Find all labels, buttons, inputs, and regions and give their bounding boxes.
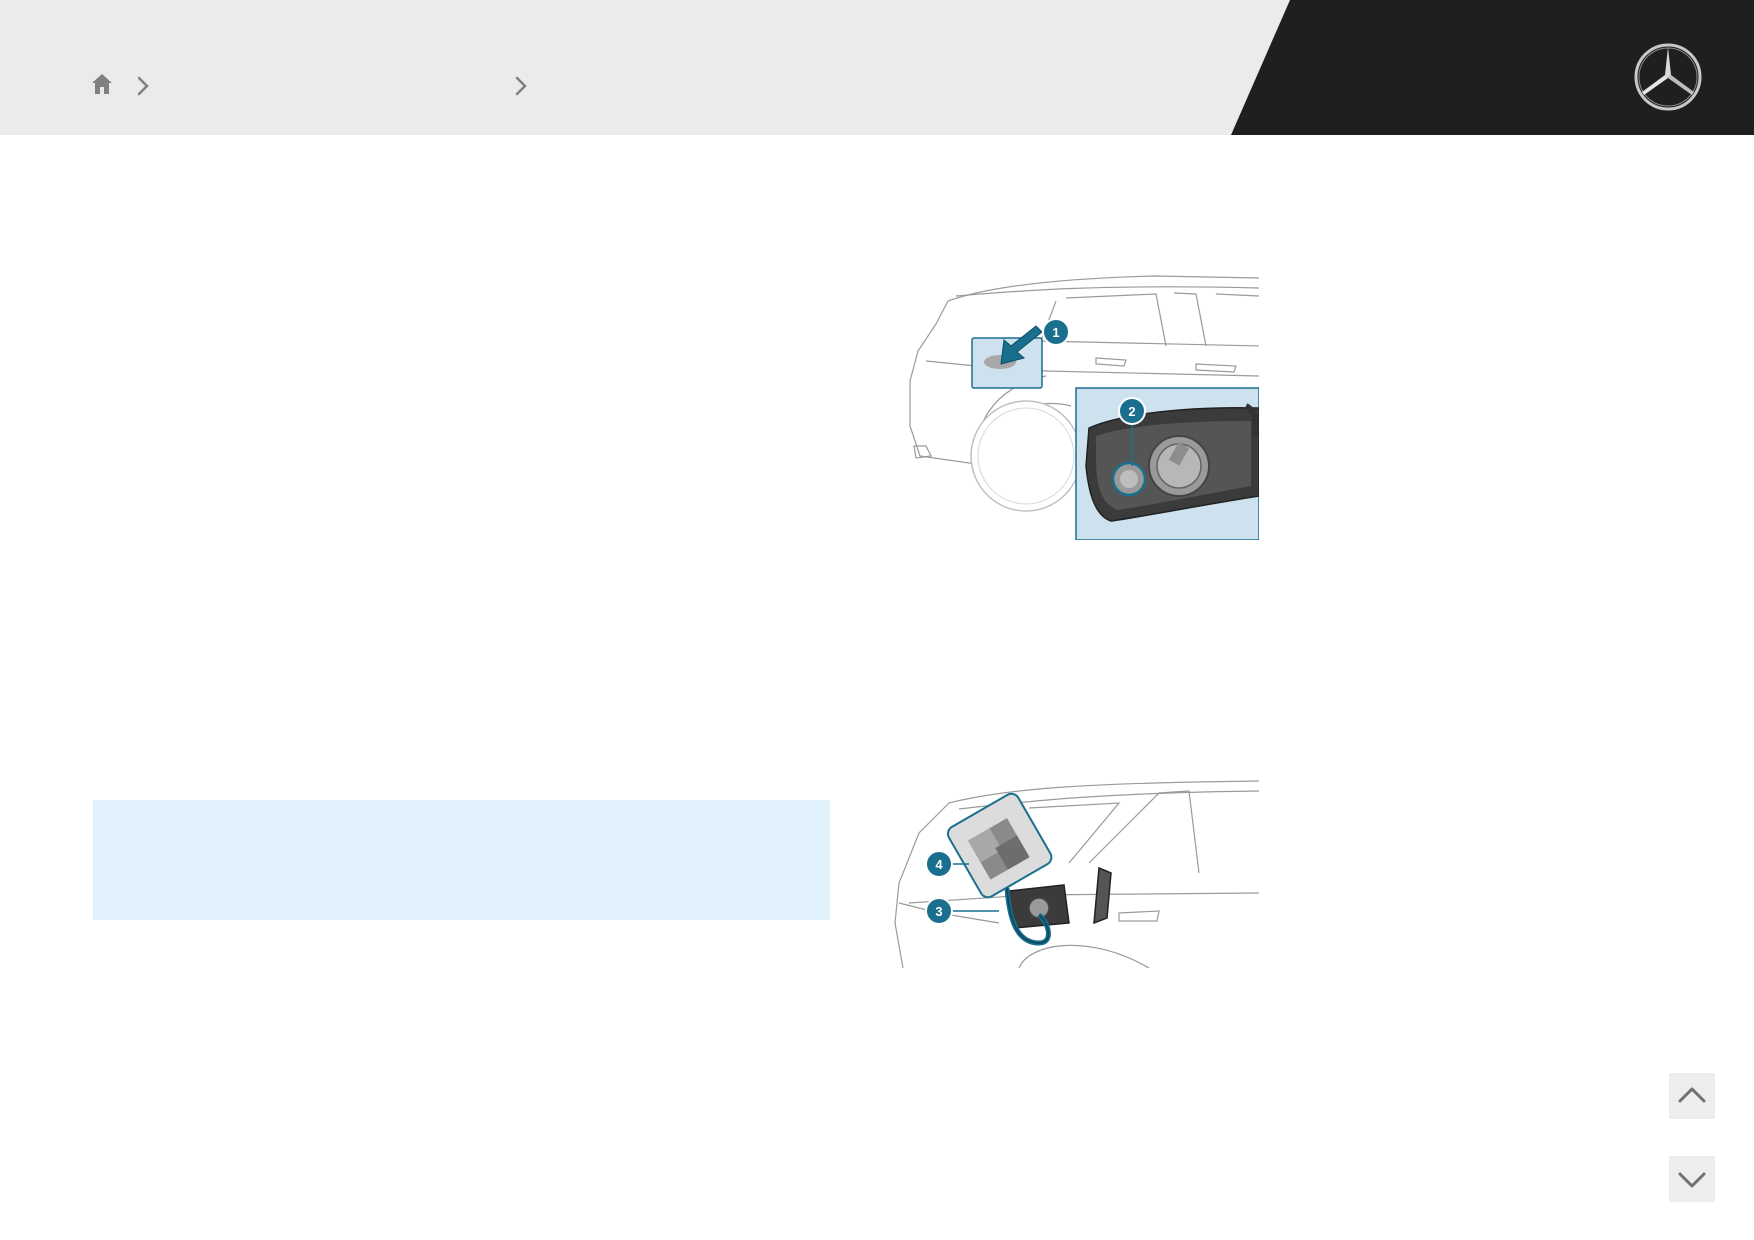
page-header	[0, 0, 1754, 135]
notice-box	[93, 800, 830, 920]
header-dark-panel	[1231, 0, 1754, 135]
callout-3: 3	[935, 904, 942, 919]
fuel-filler-flap-illustration: 1 2	[896, 266, 1259, 540]
refilling-canister-illustration: 4 3	[889, 773, 1259, 968]
callout-2: 2	[1128, 404, 1135, 419]
callout-4: 4	[935, 857, 943, 872]
scroll-down-button[interactable]	[1669, 1156, 1715, 1202]
home-icon[interactable]	[90, 72, 114, 96]
chevron-right-icon	[137, 76, 149, 96]
chevron-right-icon	[515, 76, 527, 96]
scroll-up-button[interactable]	[1669, 1073, 1715, 1119]
chevron-down-icon	[1678, 1172, 1706, 1188]
callout-1: 1	[1052, 325, 1059, 340]
mercedes-star-logo	[1634, 43, 1702, 111]
chevron-up-icon	[1678, 1087, 1706, 1103]
